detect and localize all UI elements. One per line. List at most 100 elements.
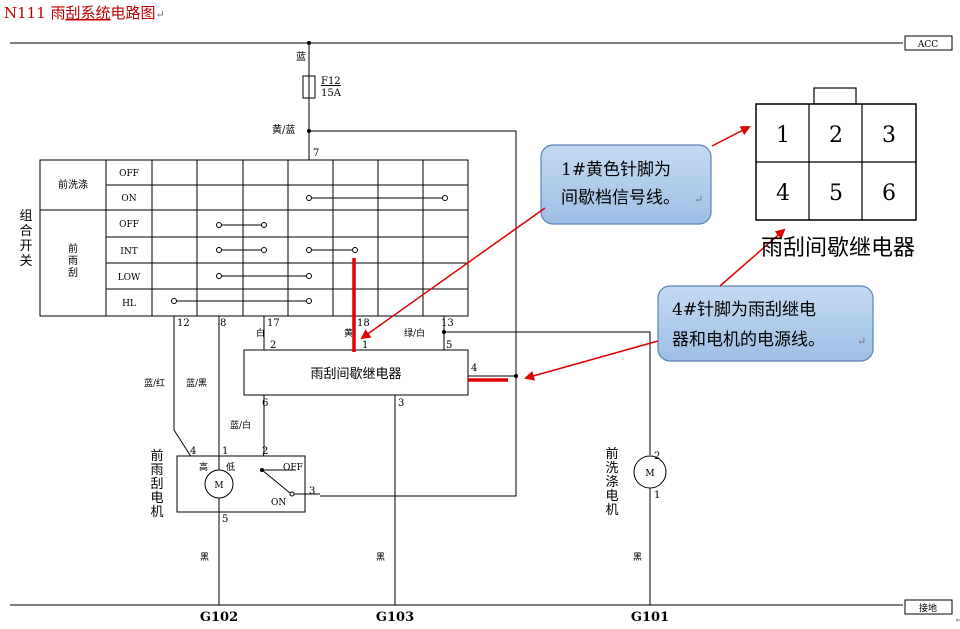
combo-switch: 前洗涤 前 雨 刮 OFF ON OFF INT LOW HL 组 合 开 xyxy=(19,159,469,317)
wire-color-pin18: 黄 xyxy=(344,327,353,339)
washer-motor-char-1: 前 xyxy=(605,446,618,462)
row-washer-off: OFF xyxy=(119,169,139,179)
fuse-name: F12 xyxy=(321,76,341,87)
wiper-motor-pin-2: 2 xyxy=(262,446,268,457)
acc-label: ACC xyxy=(917,40,938,50)
wiper-motor-char-3: 刮 xyxy=(150,477,163,492)
relay-pin-6: 6 xyxy=(262,398,268,409)
connector-pin-2: 2 xyxy=(829,123,843,148)
wiper-section-char-1: 前 xyxy=(68,242,78,255)
combo-title-char-2: 合 xyxy=(19,224,32,239)
document-title: N111 雨刮系统电路图↵ xyxy=(4,4,165,22)
front-washer-motor: M 2 1 前 洗 涤 电 机 xyxy=(605,446,667,518)
relay-pin-3: 3 xyxy=(398,398,404,409)
callout-pin4-line1: 4#针脚为雨刮继电 xyxy=(672,300,816,320)
wire-color-pin12: 蓝/红 xyxy=(144,377,165,389)
washer-motor-symbol: M xyxy=(645,469,654,479)
row-wiper-low: LOW xyxy=(118,273,141,283)
relay-pin-5: 5 xyxy=(446,340,452,351)
arrow-to-connector xyxy=(711,126,751,147)
wiper-motor-pin-3: 3 xyxy=(309,486,315,497)
washer-motor-char-2: 洗 xyxy=(605,461,618,476)
contact-bridges xyxy=(171,195,448,304)
intermittent-relay: 雨刮间歇继电器 2 1 5 4 6 3 xyxy=(243,340,516,409)
switch-pin-labels: 12 8 17 18 13 xyxy=(177,318,454,329)
ground-label: 接地 xyxy=(919,602,937,614)
fuse-top-wire-color: 蓝 xyxy=(296,51,306,63)
connector-title: 雨刮间歇继电器 xyxy=(761,236,915,261)
wire-color-pin13: 绿/白 xyxy=(404,327,425,339)
ground-points: G102 G103 G101 xyxy=(200,610,669,625)
front-wiper-motor: M 高 低 OFF ON 4 1 2 3 5 前 雨 刮 电 机 xyxy=(150,446,320,525)
fuse-feed: 蓝 F12 15A 黄/蓝 7 xyxy=(272,41,518,497)
callout-pin4: 4#针脚为雨刮继电 器和电机的电源线。 ↵ xyxy=(524,228,874,381)
switch-pin-12: 12 xyxy=(177,318,190,329)
ground-wire-color-2: 黑 xyxy=(376,552,385,563)
relay-pin-1: 1 xyxy=(362,340,368,351)
wiper-motor-pin-4: 4 xyxy=(190,446,196,457)
wiper-motor-pin-1: 1 xyxy=(222,446,228,457)
red-highlights xyxy=(352,258,508,382)
callout-pin1-line1: 1#黄色针脚为 xyxy=(561,160,671,180)
combo-title-char-3: 开 xyxy=(19,239,32,254)
wiper-section-char-2: 雨 xyxy=(68,256,78,267)
switch-pin-8: 8 xyxy=(220,318,226,329)
connector-pin-1: 1 xyxy=(776,123,790,148)
washer-motor-char-5: 机 xyxy=(605,503,618,518)
ground-wire-color-1: 黑 xyxy=(200,552,209,563)
callout-pin1: 1#黄色针脚为 间歇档信号线。 ↵ xyxy=(360,144,712,340)
switch-pin-17: 17 xyxy=(267,318,280,329)
wiper-motor-char-2: 雨 xyxy=(150,463,163,478)
combo-title-char-4: 关 xyxy=(19,254,32,269)
wiper-motor-char-4: 电 xyxy=(150,491,163,506)
connector-pin-6: 6 xyxy=(882,181,896,206)
washer-motor-char-3: 涤 xyxy=(605,475,618,490)
wiper-motor-pin-5: 5 xyxy=(222,514,228,525)
wire-color-labels: 白 黄 绿/白 蓝/红 蓝/黑 蓝/白 黑 黑 黑 xyxy=(144,327,642,563)
ground-bus: 接地 ↵ xyxy=(10,599,960,626)
combo-title-char-1: 组 xyxy=(19,209,32,224)
callout-pin1-line2: 间歇档信号线。 xyxy=(561,188,680,208)
wiper-speed-low: 低 xyxy=(226,461,235,473)
ground-g102: G102 xyxy=(200,610,238,625)
wiper-motor-symbol: M xyxy=(214,481,223,491)
connector-pin-5: 5 xyxy=(829,181,843,206)
switch-pin-18: 18 xyxy=(357,318,370,329)
row-wiper-hl: HL xyxy=(122,299,136,309)
svg-text:N111 雨刮系统电路图↵: N111 雨刮系统电路图↵ xyxy=(4,4,165,22)
relay-connector: 1 2 3 4 5 6 雨刮间歇继电器 xyxy=(755,87,917,261)
wire-color-pin8: 蓝/黑 xyxy=(186,377,207,389)
connector-pin-3: 3 xyxy=(882,123,896,148)
ground-wire-color-3: 黑 xyxy=(633,552,642,563)
wire-color-pin17: 白 xyxy=(256,327,265,339)
wiper-speed-high: 高 xyxy=(199,461,208,473)
washer-section-label: 前洗涤 xyxy=(58,178,88,191)
row-wiper-int: INT xyxy=(120,247,137,257)
wire-color-motor-pin2: 蓝/白 xyxy=(230,419,251,431)
acc-bus: ACC xyxy=(10,35,953,51)
svg-text:↵: ↵ xyxy=(954,613,960,625)
wiper-section-char-3: 刮 xyxy=(68,266,78,279)
fuse-rating: 15A xyxy=(321,88,342,99)
washer-motor-pin-2: 2 xyxy=(654,451,660,462)
park-switch-off: OFF xyxy=(283,463,303,473)
relay-pin-2: 2 xyxy=(270,340,276,351)
row-washer-on: ON xyxy=(121,194,136,204)
svg-text:↵: ↵ xyxy=(694,193,703,206)
relay-name: 雨刮间歇继电器 xyxy=(310,367,401,382)
callout-pin4-line2: 器和电机的电源线。 xyxy=(672,330,825,350)
ground-g101: G101 xyxy=(631,610,669,625)
wiper-motor-char-1: 前 xyxy=(150,448,163,464)
fuse-out-wire-color: 黄/蓝 xyxy=(272,123,295,136)
switch-pin-13: 13 xyxy=(441,318,454,329)
park-switch-on: ON xyxy=(271,498,286,508)
title-underlined-part: 刮系统 xyxy=(66,4,111,22)
connector-pin-4: 4 xyxy=(776,181,790,206)
fuse-pin: 7 xyxy=(313,148,319,159)
ground-g103: G103 xyxy=(376,610,414,625)
washer-motor-char-4: 电 xyxy=(605,489,618,504)
washer-motor-pin-1: 1 xyxy=(654,490,660,501)
relay-pin-4: 4 xyxy=(471,363,477,374)
